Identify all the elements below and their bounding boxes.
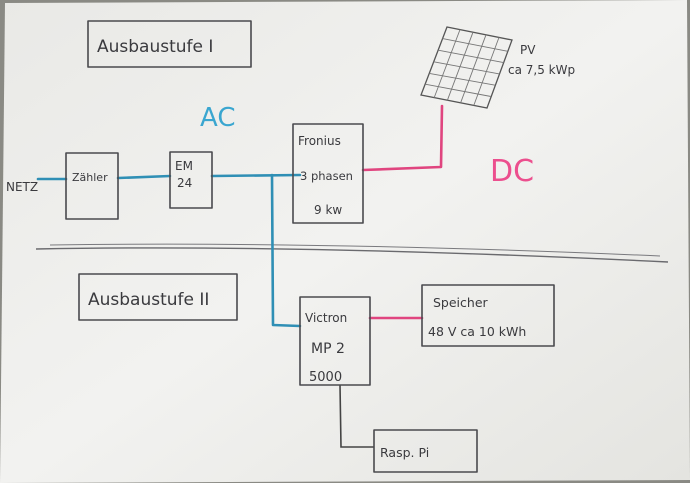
wire-meter-em24 [116, 174, 172, 180]
victron-label-line2: MP 2 [311, 341, 345, 357]
stage2-box [78, 273, 238, 321]
storage-label-line1: Speicher [433, 295, 489, 310]
em24-label-line2: 24 [177, 176, 192, 190]
wire-em24-victron [270, 173, 302, 328]
stage1-box [87, 20, 252, 68]
wire-victron-rpi [339, 384, 374, 448]
stage-divider-2 [49, 243, 661, 257]
fronius-inverter-box [292, 123, 364, 224]
victron-label-line3: 5000 [309, 370, 342, 385]
battery-storage-box [421, 284, 555, 347]
pv-panel-icon [420, 26, 513, 109]
raspberry-pi-label: Rasp. Pi [380, 445, 429, 460]
fronius-label-line3: 9 kw [314, 203, 342, 217]
meter-label: Zähler [72, 171, 108, 184]
fronius-label-line2: 3 phasen [300, 169, 353, 183]
victron-inverter-box [299, 296, 371, 386]
storage-label-line2: 48 V ca 10 kWh [428, 324, 526, 339]
dc-wiring [361, 104, 444, 320]
pv-label-line1: PV [520, 43, 536, 57]
ac-wiring [36, 173, 302, 328]
em24-box [169, 151, 213, 209]
fronius-label-line1: Fronius [298, 134, 341, 148]
wire-em24-fronius [210, 173, 302, 178]
stage-divider [35, 247, 669, 263]
raspberry-pi-box [373, 429, 478, 473]
em24-label-line1: EM [175, 159, 193, 173]
stage1-label: Ausbaustufe I [97, 37, 213, 57]
grid-label: NETZ [6, 180, 38, 194]
pv-label-line2: ca 7,5 kWp [508, 63, 575, 77]
meter-box [65, 152, 119, 220]
dc-label: DC [490, 154, 534, 189]
ac-label: AC [200, 103, 235, 133]
victron-label-line1: Victron [305, 311, 347, 325]
stage2-label: Ausbaustufe II [88, 290, 209, 310]
wire-fronius-pv [361, 104, 444, 172]
